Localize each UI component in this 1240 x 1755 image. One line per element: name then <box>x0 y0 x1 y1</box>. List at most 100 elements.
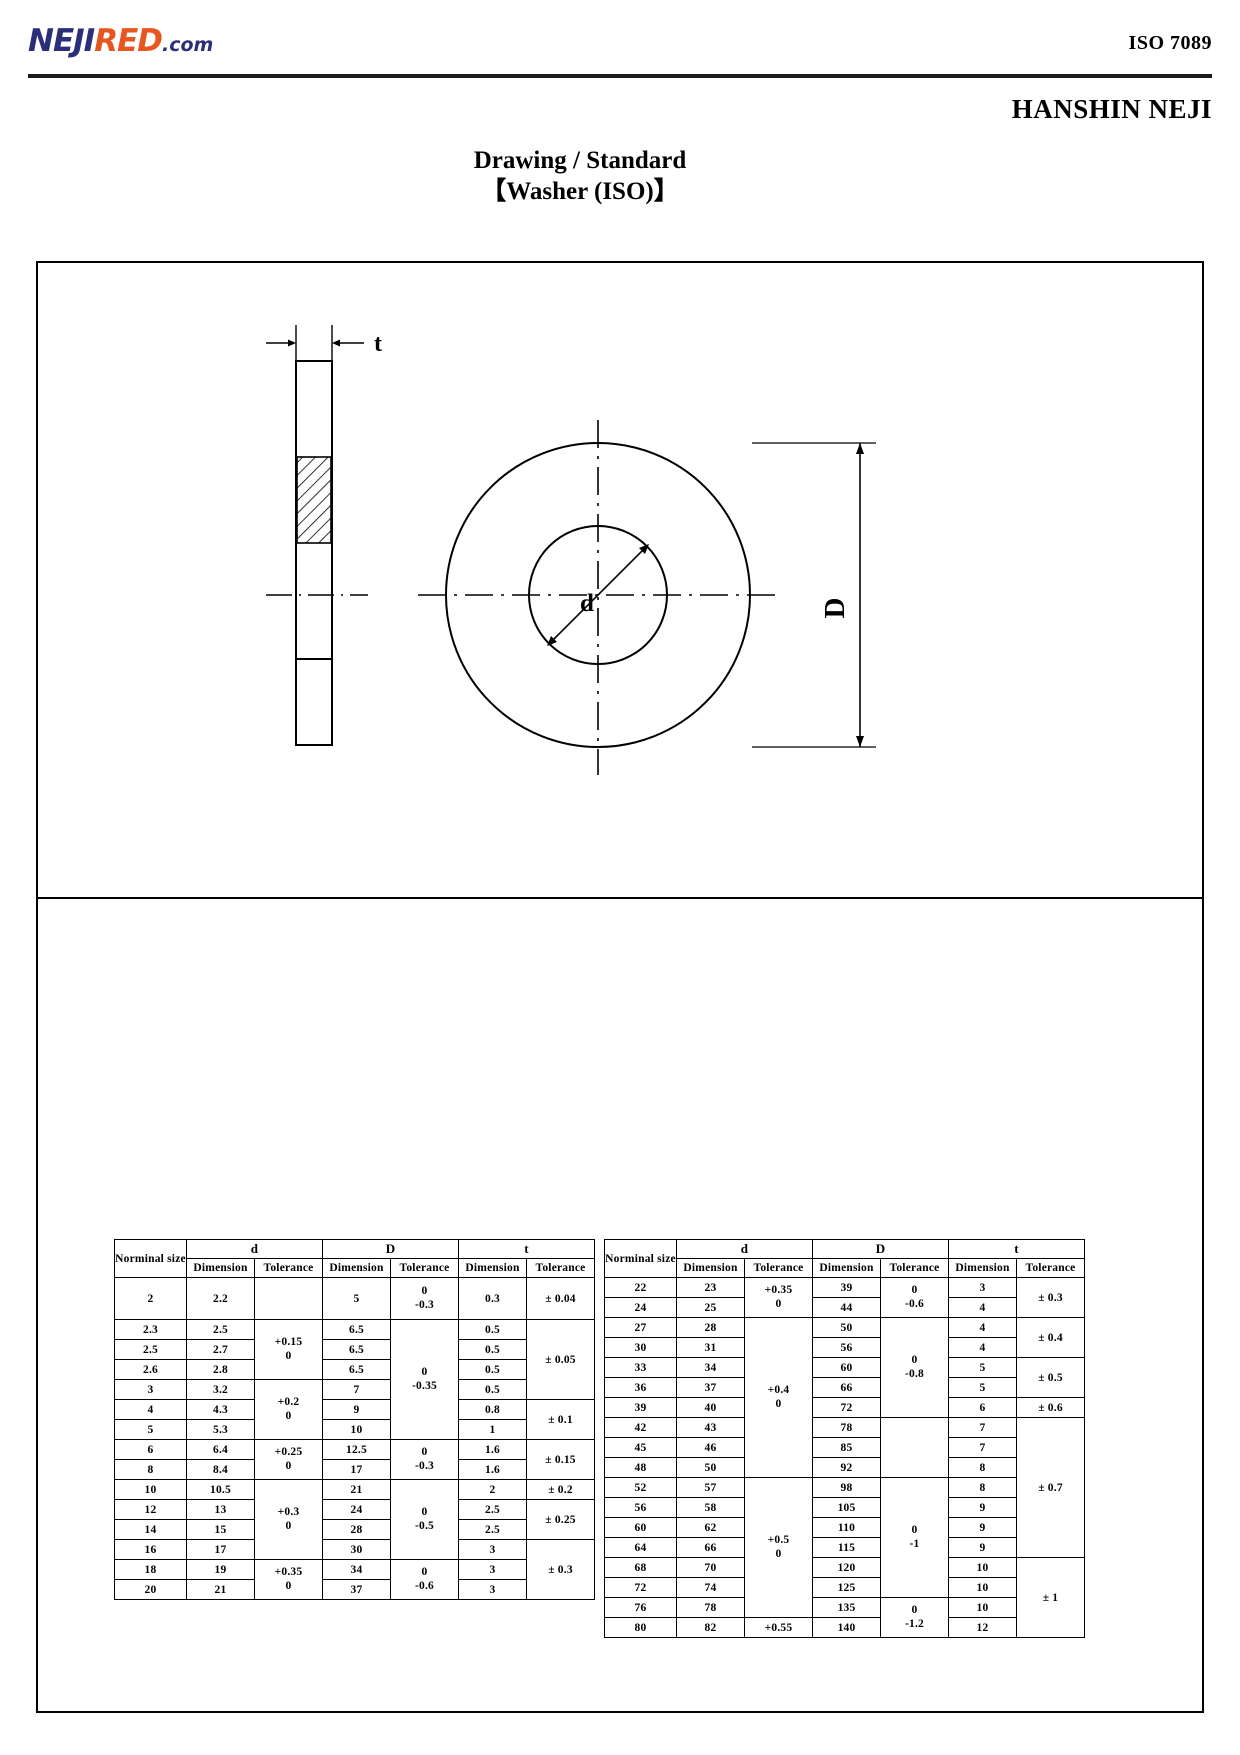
svg-text:t: t <box>374 331 382 357</box>
cell-d-dimension: 50 <box>676 1457 745 1478</box>
cell-nominal-size: 18 <box>114 1559 187 1580</box>
cell-D-dimension: 39 <box>812 1277 881 1298</box>
cell-D-dimension: 110 <box>812 1517 881 1538</box>
th-D-dimension: Dimension <box>812 1258 881 1278</box>
cell-D-tolerance: 0 -0.35 <box>390 1319 459 1440</box>
th-D-tolerance: Tolerance <box>390 1258 459 1278</box>
cell-nominal-size: 2 <box>114 1277 187 1320</box>
cell-nominal-size: 33 <box>604 1357 677 1378</box>
cell-t-dimension: 0.5 <box>458 1379 527 1400</box>
th-d-dimension: Dimension <box>676 1258 745 1278</box>
cell-D-tolerance: 0 -0.6 <box>880 1277 949 1318</box>
th-d-dimension: Dimension <box>186 1258 255 1278</box>
cell-t-tolerance: ± 0.15 <box>526 1439 595 1480</box>
cell-d-dimension: 43 <box>676 1417 745 1438</box>
cell-d-tolerance: +0.5 0 <box>744 1477 813 1618</box>
iso-standard-code: ISO 7089 <box>1128 32 1212 54</box>
cell-t-dimension: 8 <box>948 1477 1017 1498</box>
cell-d-dimension: 10.5 <box>186 1479 255 1500</box>
cell-D-dimension: 105 <box>812 1497 881 1518</box>
cell-t-dimension: 10 <box>948 1577 1017 1598</box>
cell-t-tolerance: ± 0.7 <box>1016 1417 1085 1558</box>
page-subtitle: 【Washer (ISO)】 <box>481 177 679 205</box>
cell-nominal-size: 80 <box>604 1617 677 1638</box>
cell-t-dimension: 2.5 <box>458 1499 527 1520</box>
cell-D-dimension: 7 <box>322 1379 391 1400</box>
cell-t-dimension: 1.6 <box>458 1439 527 1460</box>
th-nominal-size: Norminal size <box>114 1239 187 1278</box>
cell-nominal-size: 60 <box>604 1517 677 1538</box>
cell-d-tolerance: +0.35 0 <box>744 1277 813 1318</box>
cell-t-tolerance: ± 0.04 <box>526 1277 595 1320</box>
th-t-dimension: Dimension <box>948 1258 1017 1278</box>
cell-d-dimension: 57 <box>676 1477 745 1498</box>
cell-d-tolerance: +0.2 0 <box>254 1379 323 1440</box>
cell-t-tolerance: ± 0.4 <box>1016 1317 1085 1358</box>
th-group-t: t <box>458 1239 595 1259</box>
cell-d-dimension: 62 <box>676 1517 745 1538</box>
cell-d-dimension: 2.8 <box>186 1359 255 1380</box>
cell-d-dimension: 19 <box>186 1559 255 1580</box>
cell-t-dimension: 0.5 <box>458 1339 527 1360</box>
th-d-tolerance: Tolerance <box>254 1258 323 1278</box>
cell-d-dimension: 8.4 <box>186 1459 255 1480</box>
cell-nominal-size: 48 <box>604 1457 677 1478</box>
frame-horizontal-divider <box>38 897 1202 899</box>
th-group-D: D <box>812 1239 949 1259</box>
cell-d-dimension: 15 <box>186 1519 255 1540</box>
svg-text:d: d <box>580 590 594 617</box>
cell-t-dimension: 0.5 <box>458 1319 527 1340</box>
cell-d-dimension: 25 <box>676 1297 745 1318</box>
cell-nominal-size: 68 <box>604 1557 677 1578</box>
dimension-table-left: Norminal size d D t Dimension Tolerance … <box>114 1239 595 1600</box>
cell-nominal-size: 64 <box>604 1537 677 1558</box>
cell-d-dimension: 78 <box>676 1597 745 1618</box>
cell-d-dimension: 21 <box>186 1579 255 1600</box>
cell-D-dimension: 30 <box>322 1539 391 1560</box>
cell-d-dimension: 46 <box>676 1437 745 1458</box>
th-t-tolerance: Tolerance <box>1016 1258 1085 1278</box>
cell-D-tolerance: 0 -1 <box>880 1477 949 1598</box>
company-name: HANSHIN NEJI <box>1011 94 1212 124</box>
cell-d-dimension: 2.7 <box>186 1339 255 1360</box>
cell-t-dimension: 0.5 <box>458 1359 527 1380</box>
dimension-table-right: Norminal size d D t Dimension Tolerance … <box>604 1239 1085 1638</box>
cell-D-dimension: 66 <box>812 1377 881 1398</box>
document-title-block: Drawing / Standard 【Washer (ISO)】 <box>0 146 1160 207</box>
cell-D-dimension: 140 <box>812 1617 881 1638</box>
cell-t-dimension: 12 <box>948 1617 1017 1638</box>
cell-t-dimension: 5 <box>948 1377 1017 1398</box>
cell-d-tolerance: +0.55 <box>744 1617 813 1638</box>
logo-text-dotcom: .com <box>161 34 214 56</box>
cell-d-dimension: 6.4 <box>186 1439 255 1460</box>
cell-nominal-size: 12 <box>114 1499 187 1520</box>
cell-D-tolerance <box>880 1417 949 1478</box>
cell-nominal-size: 36 <box>604 1377 677 1398</box>
th-d-tolerance: Tolerance <box>744 1258 813 1278</box>
cell-d-dimension: 23 <box>676 1277 745 1298</box>
th-D-dimension: Dimension <box>322 1258 391 1278</box>
cell-D-dimension: 6.5 <box>322 1359 391 1380</box>
washer-technical-drawing: t d D <box>38 263 1202 897</box>
cell-t-tolerance: ± 0.2 <box>526 1479 595 1500</box>
cell-d-tolerance: +0.35 0 <box>254 1559 323 1600</box>
cell-t-dimension: 6 <box>948 1397 1017 1418</box>
cell-D-dimension: 6.5 <box>322 1339 391 1360</box>
cell-t-dimension: 3 <box>458 1559 527 1580</box>
cell-nominal-size: 6 <box>114 1439 187 1460</box>
cell-D-tolerance: 0 -0.6 <box>390 1559 459 1600</box>
cell-d-dimension: 34 <box>676 1357 745 1378</box>
cell-t-dimension: 8 <box>948 1457 1017 1478</box>
